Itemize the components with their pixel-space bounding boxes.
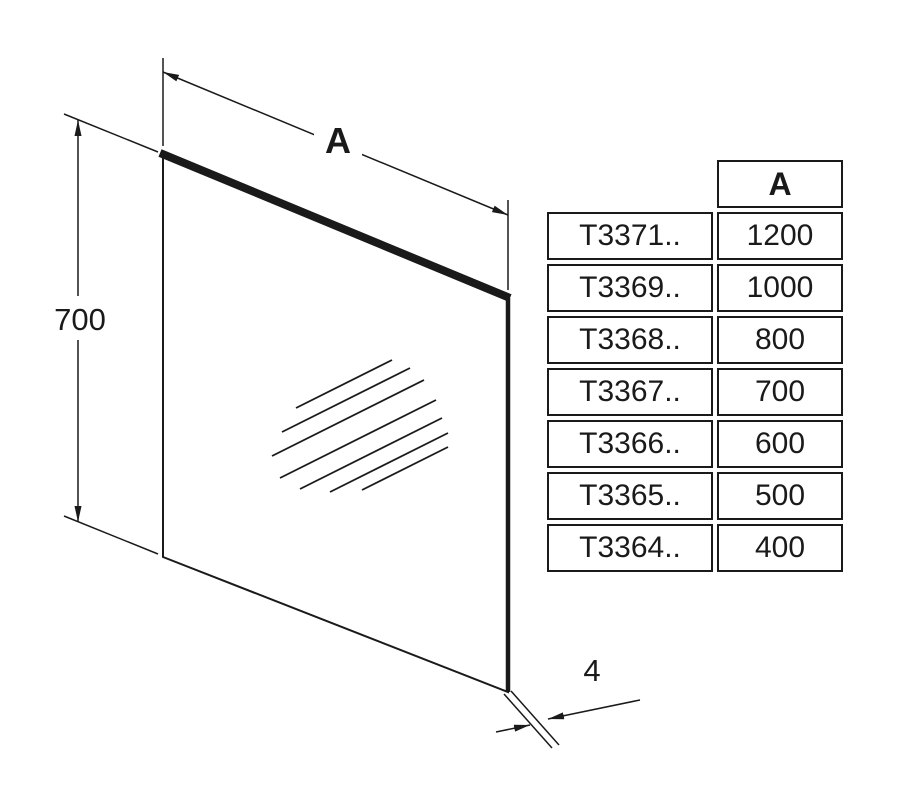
- dimension-thickness-label: 4: [583, 653, 600, 688]
- product-code-cell: T3367..: [547, 368, 713, 416]
- dimension-height-700: 700: [42, 113, 159, 555]
- mirror-reflection-hatch: [271, 359, 449, 493]
- extension-line: [63, 515, 159, 555]
- dimension-height-label: 700: [54, 302, 106, 337]
- dimension-width-label: A: [325, 120, 351, 161]
- table-row: T3366.. 600: [547, 420, 843, 468]
- table-row: T3365.. 500: [547, 472, 843, 520]
- size-table: A T3371.. 1200 T3369.. 1000 T3368.. 800 …: [543, 156, 847, 576]
- product-code-cell: T3364..: [547, 524, 713, 572]
- mirror-body: [158, 149, 512, 694]
- empty-header-cell: [547, 160, 713, 208]
- dimension-thickness-4: 4: [495, 653, 641, 749]
- table-row: T3364.. 400: [547, 524, 843, 572]
- dimension-value-cell: 700: [717, 368, 843, 416]
- dimension-value-cell: 800: [717, 316, 843, 364]
- table-row: T3371.. 1200: [547, 212, 843, 260]
- product-code-cell: T3368..: [547, 316, 713, 364]
- column-header-A: A: [717, 160, 843, 208]
- dimension-value-cell: 1000: [717, 264, 843, 312]
- product-code-cell: T3366..: [547, 420, 713, 468]
- extension-line: [503, 693, 553, 749]
- label-backing: [42, 296, 118, 340]
- product-code-cell: T3369..: [547, 264, 713, 312]
- dimension-value-cell: 500: [717, 472, 843, 520]
- size-table-container: A T3371.. 1200 T3369.. 1000 T3368.. 800 …: [543, 156, 847, 576]
- dimension-value-cell: 600: [717, 420, 843, 468]
- product-code-cell: T3371..: [547, 212, 713, 260]
- table-row: T3367.. 700: [547, 368, 843, 416]
- label-backing: [314, 114, 362, 158]
- table-header-row: A: [547, 160, 843, 208]
- dimension-value-cell: 1200: [717, 212, 843, 260]
- dimension-arrow-right: [547, 699, 641, 720]
- dimension-arrow-left: [495, 724, 531, 733]
- table-row: T3369.. 1000: [547, 264, 843, 312]
- table-row: T3368.. 800: [547, 316, 843, 364]
- product-code-cell: T3365..: [547, 472, 713, 520]
- dimension-value-cell: 400: [717, 524, 843, 572]
- extension-line: [510, 690, 560, 746]
- dimension-width-A: A: [162, 58, 509, 290]
